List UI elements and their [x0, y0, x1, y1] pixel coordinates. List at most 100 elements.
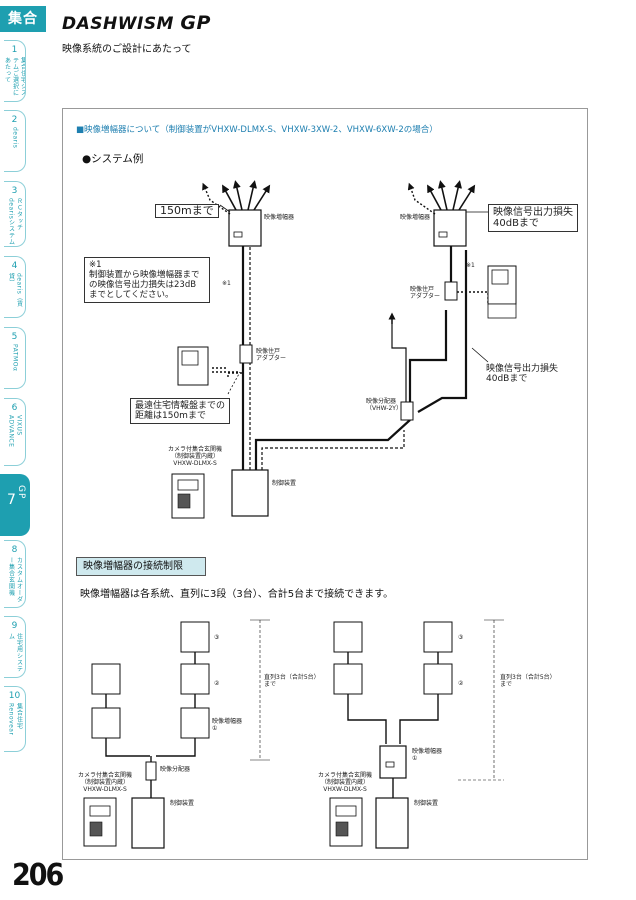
tab-number: 8	[11, 545, 18, 555]
label-control-s2-left: 制御装置	[170, 800, 195, 807]
monitor-left	[177, 346, 209, 386]
tab-label: ＲＣタッチdearisシステム	[7, 198, 23, 246]
label-amp-s2-left: 映像増幅器 ①	[212, 718, 242, 732]
sidebar-tabs: 集合 1 集合住宅システムご選択にあたって 2 dearis 3 ＲＣタッチde…	[0, 0, 46, 900]
callout-farthest: 最遠住宅情報盤までの 距離は150mまで	[130, 398, 231, 424]
tab-label: カスタムオーダー集合玄関機	[7, 557, 23, 603]
amplifier-right	[433, 209, 467, 247]
label-amp-s2-right: 映像増幅器 ①	[412, 748, 442, 762]
section2-text: 映像増幅器は各系統、直列に3段（3台）、合計5台まで接続できます。	[80, 589, 394, 600]
label-line: 直列3台（合計5台）	[500, 674, 556, 681]
tab-3[interactable]: 3 ＲＣタッチdearisシステム	[4, 181, 26, 247]
note-mark-right: ※1	[466, 262, 475, 269]
label-amp-left: 映像増幅器	[264, 214, 295, 221]
brand-logo: DASHWISM GP	[62, 12, 211, 34]
tab-number: 1	[11, 45, 18, 55]
tab-number: 3	[11, 186, 18, 196]
label-line: VHXW-DLMX-S	[83, 786, 127, 793]
tab-10[interactable]: 10 集合住宅Renovear	[4, 686, 26, 752]
label-line: まで	[264, 681, 277, 688]
label-line: VHXW-DLMX-S	[323, 786, 367, 793]
tab-label: DASHWISM GP	[16, 485, 30, 536]
label-line: 映像住戸	[256, 348, 281, 355]
label-line: （制御装置内蔵）	[171, 453, 220, 460]
brand-suffix: GP	[180, 12, 211, 34]
label-line: 映像増幅器	[412, 748, 443, 755]
label-line: （VHW-2Y）	[366, 405, 402, 412]
tab-8[interactable]: 8 カスタムオーダー集合玄関機	[4, 540, 26, 608]
tab-label: VIXUS ADVANCE	[7, 415, 23, 448]
control-device	[231, 469, 269, 517]
label-series-right: 直列3台（合計5台） まで	[500, 674, 556, 688]
tab-9[interactable]: 9 住宅用システム	[4, 616, 26, 678]
monitor-right-top	[487, 265, 517, 305]
note-line: ※1	[89, 260, 102, 270]
callout-line: 映像信号出力損失	[493, 207, 573, 218]
callout-line: 最遠住宅情報盤までの	[135, 401, 226, 411]
note-mark-left: ※1	[222, 280, 231, 287]
label-adapter-left: 映像住戸 アダプター	[256, 348, 286, 362]
note-line: 制御装置から映像増幅器まで	[89, 270, 200, 280]
label-line: カメラ付集合玄関機	[168, 446, 223, 453]
label-splitter: 映像分配器 （VHW-2Y）	[366, 398, 402, 412]
stage-3-right: ③	[458, 634, 464, 641]
label-line: カメラ付集合玄関機	[318, 772, 373, 779]
label-control-s2-right: 制御装置	[414, 800, 439, 807]
tab-5[interactable]: 5 PATMOα	[4, 327, 26, 389]
tab-number: 6	[11, 403, 18, 413]
tab-number: 7	[7, 492, 16, 508]
label-line: カメラ付集合玄関機	[78, 772, 133, 779]
section2-heading: 映像増幅器の接続制限	[76, 557, 206, 576]
label-line: （制御装置内蔵）	[81, 779, 130, 786]
note-1: ※1 制御装置から映像増幅器まで の映像信号出力損失は23dB までとしてくださ…	[84, 257, 210, 303]
tab-1[interactable]: 1 集合住宅システムご選択にあたって	[4, 40, 26, 102]
tab-7-active[interactable]: 7 DASHWISM GP	[0, 474, 30, 536]
tab-label: PATMOα	[11, 344, 19, 372]
tab-label: 住宅用システム	[7, 633, 23, 672]
label-amp-right: 映像増幅器	[400, 214, 431, 221]
content-frame	[62, 108, 588, 860]
amplifier-left	[228, 209, 262, 247]
label-adapter-right: 映像住戸 アダプター	[410, 286, 440, 300]
label-line: ①	[412, 755, 418, 762]
tab-label: dearis（賃貸）	[7, 273, 23, 308]
label-control: 制御装置	[272, 480, 297, 487]
label-line: ①	[212, 725, 218, 732]
callout-loss-top: 映像信号出力損失 40dBまで	[488, 204, 578, 232]
stage-2-left: ②	[214, 680, 220, 687]
note-line: までとしてください。	[89, 290, 174, 300]
callout-line: 40dBまで	[486, 374, 528, 384]
brand-name: DASHWISM	[62, 14, 174, 34]
section1-heading: ■映像増幅器について（制御装置がVHXW-DLMX-S、VHXW-3XW-2、V…	[76, 125, 438, 135]
callout-loss-mid: 映像信号出力損失 40dBまで	[482, 362, 562, 386]
label-line: 直列3台（合計5台）	[264, 674, 320, 681]
callout-150m: 150mまで	[155, 204, 219, 218]
label-line: アダプター	[256, 355, 287, 362]
system-example-label: ●システム例	[82, 153, 144, 165]
label-entrance-s2-left: カメラ付集合玄関機 （制御装置内蔵） VHXW-DLMX-S	[78, 772, 132, 793]
tab-2[interactable]: 2 dearis	[4, 110, 26, 172]
tab-number: 4	[11, 261, 18, 271]
label-line: VHXW-DLMX-S	[173, 460, 217, 467]
tab-label: 集合住宅システムご選択にあたって	[4, 57, 26, 96]
tab-label: 集合住宅Renovear	[7, 703, 23, 736]
label-entrance-s2-right: カメラ付集合玄関機 （制御装置内蔵） VHXW-DLMX-S	[318, 772, 372, 793]
sidebar-head: 集合	[0, 6, 46, 32]
page-subtitle: 映像系統のご設計にあたって	[62, 44, 192, 55]
label-line: 映像増幅器	[212, 718, 243, 725]
callout-line: 40dBまで	[493, 218, 539, 229]
tab-number: 2	[11, 115, 18, 125]
stage-2-right: ②	[458, 680, 464, 687]
label-line: まで	[500, 681, 513, 688]
label-entrance: カメラ付集合玄関機 （制御装置内蔵） VHXW-DLMX-S	[168, 446, 222, 467]
label-splitter-s2: 映像分配器	[160, 766, 191, 773]
tab-4[interactable]: 4 dearis（賃貸）	[4, 256, 26, 318]
tab-6[interactable]: 6 VIXUS ADVANCE	[4, 398, 26, 466]
label-line: 映像分配器	[366, 398, 397, 405]
label-line: アダプター	[410, 293, 441, 300]
tab-number: 5	[11, 332, 18, 342]
callout-line: 映像信号出力損失	[486, 364, 559, 374]
tab-number: 10	[8, 691, 21, 701]
tab-number: 9	[11, 621, 18, 631]
